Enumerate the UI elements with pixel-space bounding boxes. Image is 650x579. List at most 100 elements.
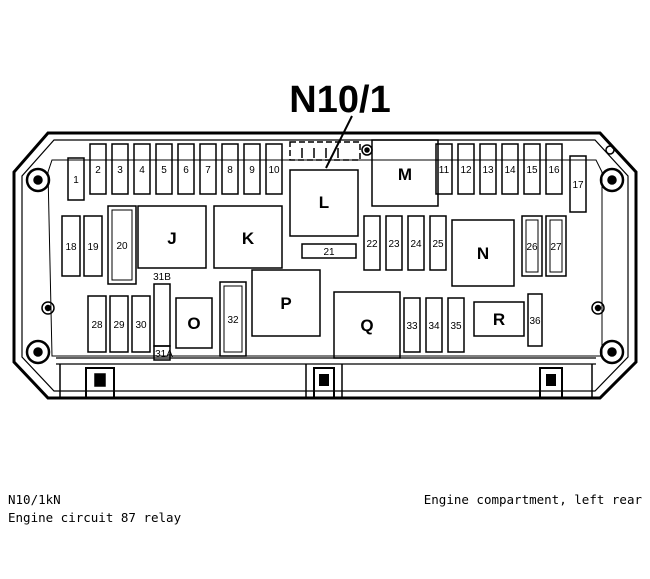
fuse-label-36: 36 [529, 316, 541, 327]
fuse-label-29: 29 [113, 320, 125, 331]
fuse-label-4: 4 [139, 165, 145, 176]
fuse-slot-20 [107, 205, 137, 285]
fuse-slot-31B [153, 283, 171, 347]
fuse-label-10: 10 [268, 165, 280, 176]
fuse-label-5: 5 [161, 165, 167, 176]
fuse-label-32: 32 [227, 315, 239, 326]
fuse-slot-30 [131, 295, 151, 353]
fuse-slot-21 [301, 243, 357, 259]
fuse-label-21: 21 [323, 247, 335, 258]
fuse-label-15: 15 [526, 165, 538, 176]
fuse-slot-22 [363, 215, 381, 271]
fuse-label-18: 18 [65, 242, 77, 253]
fuse-slot-12 [457, 143, 475, 195]
fuse-label-27: 27 [550, 242, 562, 253]
fuse-slot-inner-20 [111, 209, 133, 281]
fuse-label-6: 6 [183, 165, 189, 176]
fuse-label-31B: 31B [153, 272, 171, 283]
fuse-box-diagram: N10/1 [12, 79, 638, 400]
fuse-label-17: 17 [572, 180, 584, 191]
fuse-label-26: 26 [526, 242, 538, 253]
relay-M [371, 139, 439, 207]
component-location: Engine compartment, left rear [423, 492, 642, 507]
fuse-slot-13 [479, 143, 497, 195]
fuse-slot-18 [61, 215, 81, 277]
fuse-slot-34 [425, 297, 443, 353]
fuse-label-24: 24 [410, 239, 422, 250]
fuse-label-2: 2 [95, 165, 101, 176]
fuse-label-1: 1 [73, 175, 79, 186]
fuse-slot-32 [219, 281, 247, 357]
diagnostic-connector [289, 141, 361, 161]
fuse-slot-4 [133, 143, 151, 195]
fuse-slot-31A [153, 345, 171, 361]
fuse-slot-28 [87, 295, 107, 353]
component-description: Engine circuit 87 relay [8, 510, 182, 525]
relay-label-O: O [187, 314, 200, 333]
fuse-label-12: 12 [460, 165, 472, 176]
fuse-slot-27 [545, 215, 567, 277]
relays [137, 139, 525, 359]
bottom-clips [85, 367, 563, 399]
relay-label-M: M [398, 165, 412, 184]
fuse-label-7: 7 [205, 165, 211, 176]
fuse-slot-inner-27 [549, 219, 563, 273]
fuse-slot-6 [177, 143, 195, 195]
mounting-holes [25, 144, 625, 365]
relay-K [213, 205, 283, 269]
relay-label-K: K [242, 229, 255, 248]
fuse-label-19: 19 [87, 242, 99, 253]
fuse-slot-35 [447, 297, 465, 353]
relay-label-R: R [493, 310, 505, 329]
fuse-slot-29 [109, 295, 129, 353]
fuse-label-20: 20 [116, 241, 128, 252]
fuse-slot-10 [265, 143, 283, 195]
fuse-slot-24 [407, 215, 425, 271]
relay-label-J: J [167, 229, 176, 248]
fuse-label-13: 13 [482, 165, 494, 176]
fuse-label-9: 9 [249, 165, 255, 176]
fuse-label-8: 8 [227, 165, 233, 176]
fuse-slot-19 [83, 215, 103, 277]
fuse-slot-26 [521, 215, 543, 277]
fuse-label-30: 30 [135, 320, 147, 331]
callout-label: N10/1 [289, 79, 390, 121]
relay-P [251, 269, 321, 337]
relay-label-L: L [319, 193, 329, 212]
fuse-label-14: 14 [504, 165, 516, 176]
relay-R [473, 301, 525, 337]
fuse-slot-3 [111, 143, 129, 195]
fuse-slot-7 [199, 143, 217, 195]
fuse-slot-11 [435, 143, 453, 195]
relay-Q [333, 291, 401, 359]
fuse-slot-inner-32 [223, 285, 243, 353]
relay-J [137, 205, 207, 269]
relay-label-Q: Q [360, 316, 373, 335]
fuse-slot-2 [89, 143, 107, 195]
fuse-label-11: 11 [439, 165, 450, 176]
fuse-label-33: 33 [406, 321, 418, 332]
fuse-slot-inner-26 [525, 219, 539, 273]
fuse-slot-36 [527, 293, 543, 347]
relay-L [289, 169, 359, 237]
relay-label-N: N [477, 244, 489, 263]
relay-N [451, 219, 515, 287]
relay-O [175, 297, 213, 349]
fuse-slot-15 [523, 143, 541, 195]
fuse-slot-5 [155, 143, 173, 195]
fuse-label-31A: 31A [155, 349, 173, 360]
fuse-label-35: 35 [450, 321, 462, 332]
fuse-label-23: 23 [388, 239, 400, 250]
fuse-slot-23 [385, 215, 403, 271]
relay-label-P: P [280, 294, 291, 313]
fuse-label-25: 25 [432, 239, 444, 250]
component-code: N10/1kN [8, 492, 61, 507]
fuse-slot-16 [545, 143, 563, 195]
fuse-label-28: 28 [91, 320, 103, 331]
fuse-label-16: 16 [548, 165, 560, 176]
fuse-slot-25 [429, 215, 447, 271]
fuse-label-22: 22 [366, 239, 378, 250]
fuse-slot-9 [243, 143, 261, 195]
fuse-label-34: 34 [428, 321, 440, 332]
